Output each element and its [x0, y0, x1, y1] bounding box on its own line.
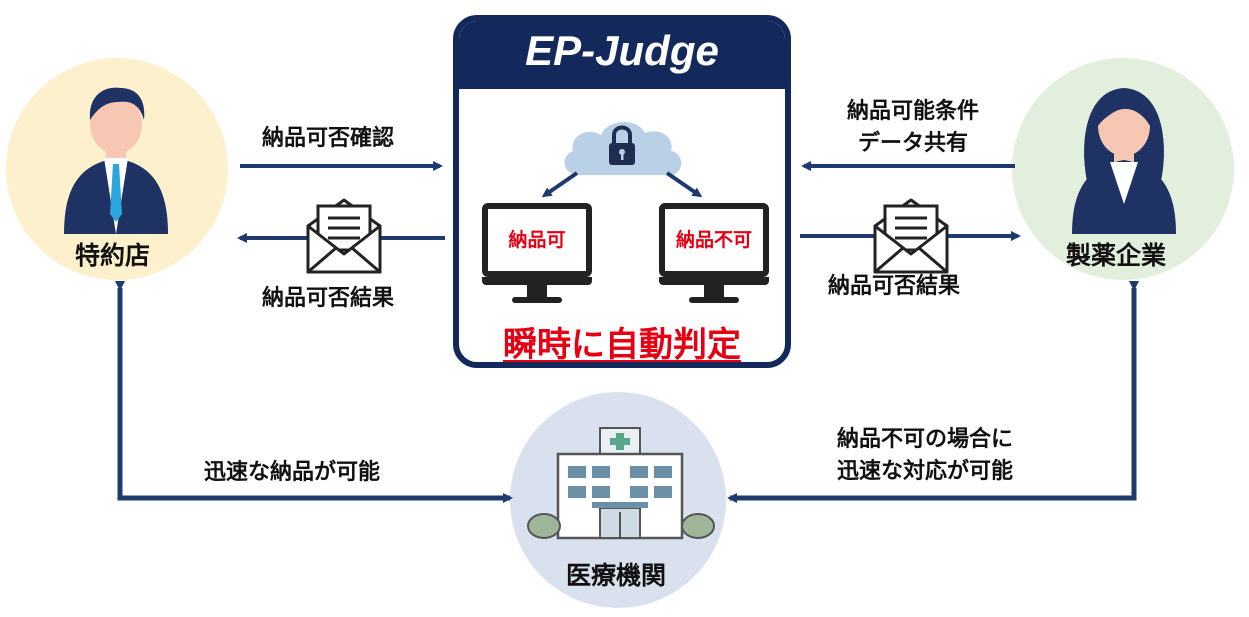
- result-ng-label: 納品不可: [675, 229, 752, 251]
- cloud-lock-icon: [541, 121, 703, 198]
- auto-judge-tagline: 瞬時に自動判定: [503, 325, 741, 365]
- ep-judge-panel: EP-Judge 納品可 納品不可 瞬時: [453, 15, 791, 368]
- flow-result-left: 納品可否結果: [262, 286, 395, 311]
- flow-data-share-line2: データ共有: [857, 131, 968, 156]
- flow-delivery-check: 納品可否確認: [262, 126, 395, 151]
- flow-ng-response: 納品不可の場合に 迅速な対応が可能: [810, 424, 1040, 488]
- flow-data-share: 納品可能条件 データ共有: [818, 96, 1008, 160]
- businesswoman-icon: [1072, 88, 1176, 234]
- result-ok-label: 納品可: [508, 229, 566, 251]
- flow-ng-line1: 納品不可の場合に: [836, 427, 1013, 452]
- arrow-dealer-hospital: [115, 281, 513, 503]
- businessman-icon: [64, 87, 168, 234]
- arrow-pharma-hospital: [727, 281, 1139, 503]
- flow-ng-line2: 迅速な対応が可能: [836, 459, 1013, 484]
- ep-judge-header: EP-Judge: [459, 21, 785, 89]
- ep-judge-title: EP-Judge: [525, 27, 719, 74]
- flow-fast-delivery: 迅速な納品が可能: [204, 460, 381, 485]
- hospital-icon: [527, 427, 715, 540]
- monitor-stand: [512, 285, 562, 303]
- monitor-stand: [689, 285, 739, 303]
- hospital-label: 医療機関: [566, 561, 667, 590]
- monitor-deliverable: 納品可: [482, 203, 592, 313]
- flow-result-right: 納品可否結果: [828, 274, 961, 299]
- mail-icon-left: [306, 198, 382, 274]
- monitor-not-deliverable: 納品不可: [659, 203, 769, 313]
- dealer-label: 特約店: [75, 241, 151, 270]
- flow-data-share-line1: 納品可能条件: [846, 99, 979, 124]
- mail-icon-right: [873, 198, 949, 274]
- pharma-label: 製薬企業: [1066, 241, 1167, 270]
